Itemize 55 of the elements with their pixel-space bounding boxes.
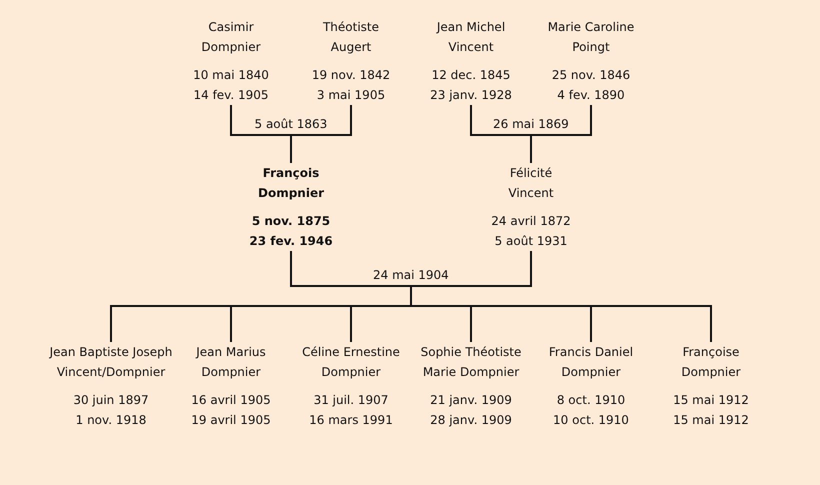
connector-line xyxy=(410,285,412,307)
death-date: 4 fev. 1890 xyxy=(557,88,625,102)
birth-date: 31 juil. 1907 xyxy=(314,393,388,407)
death-date: 23 fev. 1946 xyxy=(249,234,333,248)
death-date: 1 nov. 1918 xyxy=(76,413,146,427)
person-name: Jean Marius Dompnier xyxy=(196,345,266,379)
birth-date: 8 oct. 1910 xyxy=(556,393,626,407)
connector-line xyxy=(350,305,412,307)
connector-line xyxy=(410,305,472,307)
person-name: Jean Baptiste Joseph Vincent/Dompnier xyxy=(50,345,172,379)
person-name: Françoise Dompnier xyxy=(681,345,741,379)
birth-date: 24 avril 1872 xyxy=(491,214,571,228)
birth-date: 16 avril 1905 xyxy=(191,393,271,407)
person-name: Casimir Dompnier xyxy=(201,20,261,54)
connector-line xyxy=(350,305,352,342)
death-date: 3 mai 1905 xyxy=(316,88,386,102)
connector-line xyxy=(470,305,472,342)
birth-date: 30 juin 1897 xyxy=(73,393,149,407)
death-date: 10 oct. 1910 xyxy=(553,413,629,427)
birth-date: 15 mai 1912 xyxy=(673,393,749,407)
birth-date: 5 nov. 1875 xyxy=(252,214,330,228)
death-date: 15 mai 1912 xyxy=(673,413,749,427)
death-date: 28 janv. 1909 xyxy=(430,413,512,427)
death-date: 5 août 1931 xyxy=(494,234,568,248)
connector-line xyxy=(290,134,292,163)
death-date: 14 fev. 1905 xyxy=(193,88,269,102)
connector-line xyxy=(470,105,532,136)
connector-line xyxy=(470,305,592,307)
death-date: 23 janv. 1928 xyxy=(430,88,512,102)
death-date: 19 avril 1905 xyxy=(191,413,271,427)
connector-line xyxy=(290,105,352,136)
person-name: Félicité Vincent xyxy=(508,166,554,200)
person-name: Marie Caroline Poingt xyxy=(548,20,634,54)
connector-line xyxy=(230,105,292,136)
person-name: Francis Daniel Dompnier xyxy=(548,345,634,379)
person-name: Théotiste Augert xyxy=(322,20,380,54)
person-name: François Dompnier xyxy=(258,166,324,200)
person-name: Sophie Théotiste Marie Dompnier xyxy=(420,345,522,379)
connector-line xyxy=(110,305,232,342)
birth-date: 21 janv. 1909 xyxy=(430,393,512,407)
birth-date: 10 mai 1840 xyxy=(193,68,269,82)
connector-line xyxy=(290,251,412,287)
person-name: Céline Ernestine Dompnier xyxy=(302,345,400,379)
connector-line xyxy=(530,105,592,136)
connector-line xyxy=(590,305,592,342)
death-date: 16 mars 1991 xyxy=(309,413,393,427)
birth-date: 19 nov. 1842 xyxy=(312,68,390,82)
connector-line xyxy=(410,251,532,287)
person-name: Jean Michel Vincent xyxy=(436,20,506,54)
connector-line xyxy=(590,305,712,342)
birth-date: 25 nov. 1846 xyxy=(552,68,630,82)
connector-line xyxy=(530,134,532,163)
birth-date: 12 dec. 1845 xyxy=(432,68,510,82)
connector-line xyxy=(230,305,352,307)
connector-line xyxy=(230,305,232,342)
